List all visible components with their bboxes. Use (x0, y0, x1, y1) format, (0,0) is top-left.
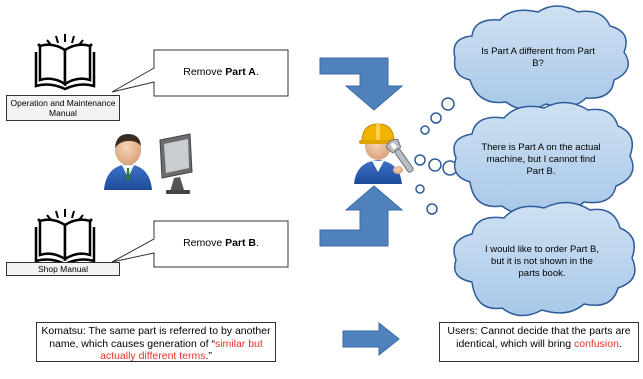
engineer-with-wrench-icon (354, 123, 414, 184)
callout-top-shape (111, 49, 289, 97)
computer-user-icon (104, 133, 193, 194)
thought-dots (414, 97, 458, 215)
callout-bottom-shape (111, 220, 289, 268)
open-book-icon (34, 209, 96, 266)
part-b-label: Part B (225, 237, 257, 249)
manual-label-shop: Shop Manual (6, 262, 120, 276)
callout-bottom-text: Remove Part B. (183, 237, 259, 249)
thought-text-1: Is Part A different from Part B? (481, 46, 595, 69)
part-a-label: Part A (225, 66, 256, 78)
thought-cloud-1 (453, 5, 629, 111)
manual-label-om: Operation and Maintenance Manual (6, 95, 120, 121)
komatsu-note: Komatsu: The same part is referred to by… (36, 322, 276, 362)
highlight-confusion: confusion (574, 337, 619, 350)
thought-text-3: I would like to order Part B, but it is … (484, 244, 600, 279)
callout-top-text: Remove Part A. (183, 66, 259, 78)
highlight-terms: similar but actually different terms (100, 337, 263, 363)
open-book-icon (34, 34, 96, 91)
arrow-bottom (319, 185, 404, 247)
arrow-top (319, 57, 404, 111)
users-note: Users: Cannot decide that the parts are … (439, 322, 639, 362)
thought-cloud-3 (453, 201, 636, 317)
thought-text-2: There is Part A on the actual machine, b… (481, 142, 601, 177)
arrow-middle (342, 321, 400, 357)
